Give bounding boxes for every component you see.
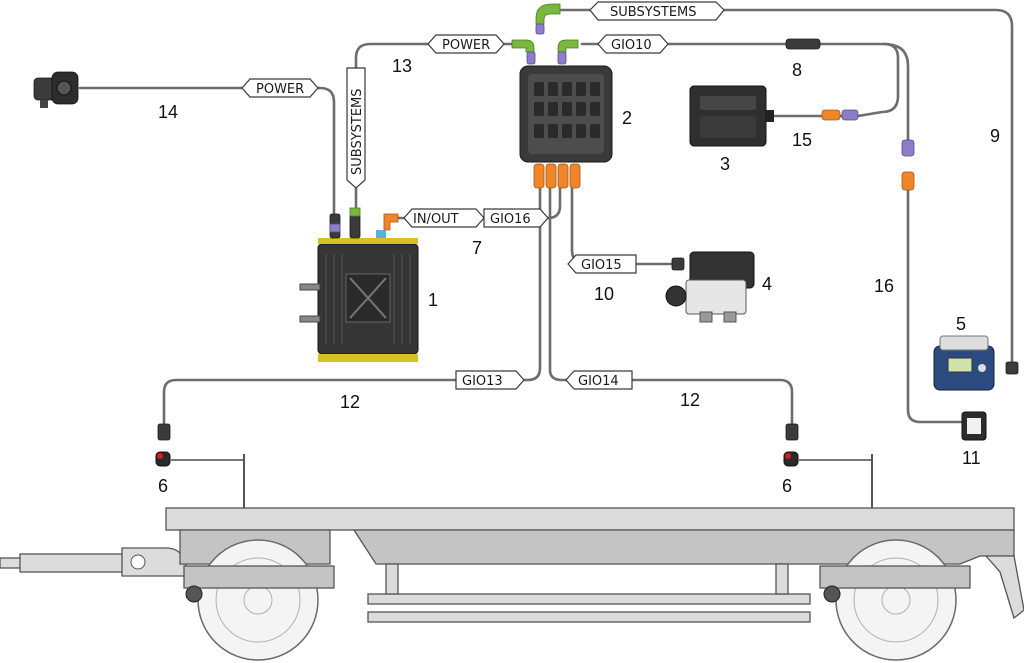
tag-in-out: IN/OUT [413, 212, 459, 227]
callout-16: 16 [874, 276, 894, 296]
cable-16 [882, 42, 910, 142]
callout-6-right: 6 [782, 476, 792, 496]
tag-gio15: GIO15 [581, 258, 622, 273]
callout-1: 1 [428, 290, 438, 310]
callout-5: 5 [956, 314, 966, 334]
component-6-sensor-right [783, 423, 873, 508]
cable-12-gio14 [548, 184, 794, 426]
tag-gio13: GIO13 [462, 374, 503, 389]
tag-gio10: GIO10 [611, 38, 652, 53]
callout-11: 11 [962, 448, 981, 468]
callout-10: 10 [594, 284, 614, 304]
tag-power-left: POWER [256, 82, 304, 97]
cable-8 [818, 42, 900, 118]
junction-connectors [511, 3, 581, 189]
callout-3: 3 [720, 154, 730, 174]
callout-8: 8 [792, 60, 802, 80]
cable-14-power [78, 86, 336, 216]
callout-4: 4 [762, 274, 772, 294]
tag-gio14: GIO14 [578, 374, 619, 389]
cable-9-subsystems [558, 8, 1014, 368]
trailer-wheels [183, 539, 971, 661]
component-5-display [933, 335, 1019, 391]
component-2-junction-box [519, 65, 613, 163]
cable-10-gio15 [570, 184, 678, 266]
component-6-sensor-left [155, 423, 245, 508]
callout-numbers: 1 2 3 4 5 6 6 7 8 9 10 11 12 12 13 14 15… [158, 56, 1000, 496]
callout-6-left: 6 [158, 476, 168, 496]
callout-14: 14 [158, 102, 178, 122]
component-14-plug [33, 71, 79, 108]
tag-gio16: GIO16 [490, 212, 531, 227]
trailer-chassis [0, 507, 1024, 623]
component-1-ecu [299, 207, 419, 362]
cable-12-gio13 [162, 184, 542, 426]
cable-13-subsystems [354, 42, 522, 216]
tag-subsystems-top: SUBSYSTEMS [610, 5, 697, 20]
tag-subsystems-vertical: SUBSYSTEMS [350, 88, 365, 175]
component-11-switch [961, 411, 987, 441]
callout-9: 9 [990, 126, 1000, 146]
callout-13: 13 [392, 56, 412, 76]
callout-12-right: 12 [680, 390, 700, 410]
callout-2: 2 [622, 108, 632, 128]
cable-16-lower [906, 188, 964, 424]
callout-15: 15 [792, 130, 812, 150]
tag-power-top: POWER [442, 38, 490, 53]
cable-tags: SUBSYSTEMS POWER GIO10 POWER SUBSYSTEMS … [241, 1, 725, 390]
component-3-controller [689, 85, 774, 147]
callout-12-left: 12 [340, 392, 360, 412]
cables [78, 8, 1014, 426]
callout-7: 7 [472, 238, 482, 258]
connectors-15-16-8 [785, 38, 915, 191]
component-4-valve [665, 251, 755, 323]
